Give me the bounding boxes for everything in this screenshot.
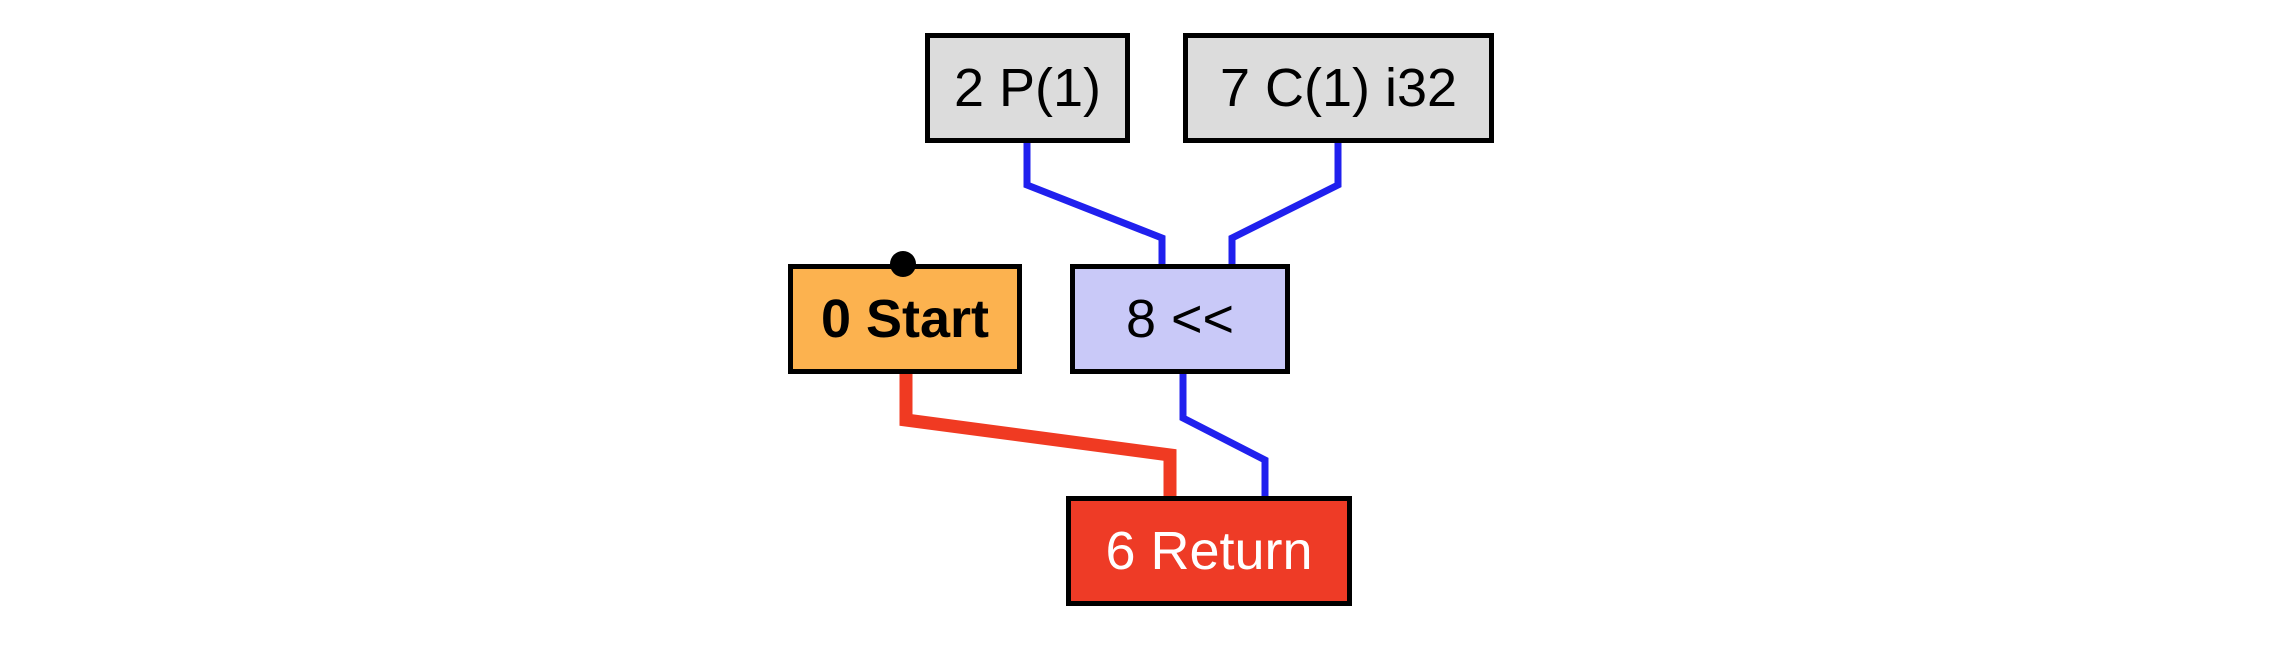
node-6-return[interactable]: 6 Return [1066,496,1352,606]
node-label: 0 Start [820,289,990,349]
node-label: 7 C(1) i32 [1219,58,1458,118]
node-0-start[interactable]: 0 Start [788,264,1022,374]
node-2-parameter[interactable]: 2 P(1) [925,33,1130,143]
edge-7-to-8 [1228,143,1342,264]
node-label: 8 << [1125,289,1235,349]
node-7-constant[interactable]: 7 C(1) i32 [1183,33,1494,143]
edge-8-to-6 [1179,374,1269,496]
edge-2-to-8 [1023,143,1166,264]
node-8-operation[interactable]: 8 << [1070,264,1290,374]
node-label: 2 P(1) [953,58,1102,118]
start-marker-dot-icon [890,251,916,277]
node-label: 6 Return [1105,521,1313,581]
edge-0-to-6 [899,374,1177,496]
